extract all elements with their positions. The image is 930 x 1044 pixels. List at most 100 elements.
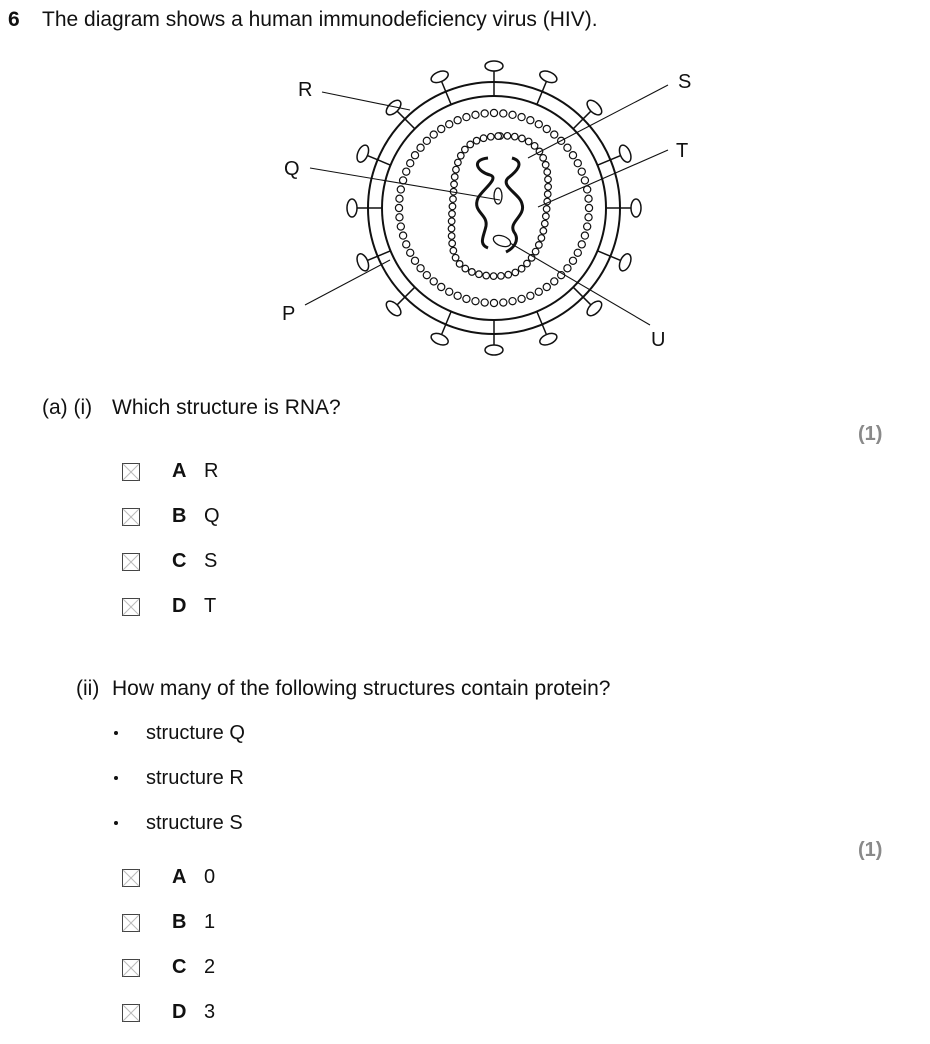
answer-checkbox[interactable]: [122, 508, 140, 526]
capsid-bead: [449, 240, 456, 247]
leader-line-p: [305, 260, 390, 305]
capsid-protein-layer: [448, 133, 551, 280]
capsid-bead: [462, 146, 469, 153]
capsid-bead: [462, 265, 469, 272]
spike-head: [485, 345, 503, 355]
matrix-bead: [430, 278, 437, 285]
matrix-bead: [578, 168, 585, 175]
option-letter: D: [172, 595, 186, 618]
capsid-bead: [452, 254, 459, 261]
option-text: S: [204, 550, 217, 573]
capsid-bead: [504, 133, 511, 140]
label-u: U: [651, 329, 665, 351]
capsid-bead: [532, 248, 539, 255]
answer-checkbox[interactable]: [122, 959, 140, 977]
matrix-bead: [411, 257, 418, 264]
matrix-bead: [585, 204, 592, 211]
matrix-bead: [481, 299, 488, 306]
part-a-i-question: Which structure is RNA?: [112, 396, 341, 420]
label-t: T: [676, 140, 688, 162]
matrix-bead: [395, 204, 402, 211]
capsid-bead: [456, 261, 463, 268]
capsid-bead: [498, 273, 505, 280]
spike-head: [347, 199, 357, 217]
matrix-bead: [407, 249, 414, 256]
answer-checkbox[interactable]: [122, 463, 140, 481]
matrix-bead: [472, 298, 479, 305]
matrix-bead: [585, 214, 592, 221]
matrix-bead: [543, 283, 550, 290]
matrix-bead: [518, 295, 525, 302]
matrix-bead: [403, 168, 410, 175]
matrix-bead: [399, 232, 406, 239]
capsid-bead: [451, 181, 458, 188]
spike-head: [429, 69, 449, 85]
option-letter: A: [172, 460, 186, 483]
capsid-bead: [453, 166, 460, 173]
capsid-bead: [490, 273, 497, 280]
spike-head: [538, 331, 558, 347]
matrix-bead: [396, 195, 403, 202]
matrix-bead: [564, 265, 571, 272]
rna-strand-1: [477, 158, 493, 248]
matrix-bead: [569, 257, 576, 264]
answer-checkbox[interactable]: [122, 1004, 140, 1022]
matrix-bead: [574, 249, 581, 256]
spike-head: [429, 331, 449, 347]
matrix-bead: [407, 160, 414, 167]
capsid-bead: [540, 155, 547, 162]
option-text: T: [204, 595, 216, 618]
matrix-bead: [403, 241, 410, 248]
matrix-bead: [454, 292, 461, 299]
matrix-bead: [423, 272, 430, 279]
matrix-bead: [581, 232, 588, 239]
glycoprotein-spikes: [347, 61, 641, 355]
answer-checkbox[interactable]: [122, 914, 140, 932]
part-a-i-label: (a) (i): [42, 396, 92, 420]
capsid-bead: [449, 203, 456, 210]
label-s: S: [678, 71, 691, 93]
capsid-bead: [495, 133, 502, 140]
matrix-bead: [446, 288, 453, 295]
spike-head: [355, 252, 371, 272]
capsid-bead: [545, 176, 552, 183]
answer-checkbox[interactable]: [122, 869, 140, 887]
matrix-bead: [481, 110, 488, 117]
part-a-ii-question: How many of the following structures con…: [112, 677, 610, 701]
bullet-dot: [114, 776, 118, 780]
matrix-bead: [509, 111, 516, 118]
option-text: 1: [204, 911, 215, 934]
matrix-bead: [423, 137, 430, 144]
matrix-bead: [543, 125, 550, 132]
capsid-bead: [512, 269, 519, 276]
capsid-bead: [544, 169, 551, 176]
capsid-bead: [511, 133, 518, 140]
matrix-bead: [463, 113, 470, 120]
matrix-bead: [578, 241, 585, 248]
answer-checkbox[interactable]: [122, 598, 140, 616]
label-r: R: [298, 79, 312, 101]
matrix-bead: [430, 131, 437, 138]
matrix-bead: [397, 186, 404, 193]
matrix-bead: [438, 125, 445, 132]
envelope-inner: [382, 96, 606, 320]
part-a-ii-marks: (1): [858, 839, 882, 862]
matrix-bead: [535, 288, 542, 295]
answer-checkbox[interactable]: [122, 553, 140, 571]
option-letter: C: [172, 956, 186, 979]
capsid-bead: [544, 191, 551, 198]
matrix-bead: [396, 214, 403, 221]
bullet-text: structure S: [146, 812, 243, 835]
capsid-bead: [450, 196, 457, 203]
part-a-ii-label: (ii): [76, 677, 99, 701]
capsid-bead: [518, 265, 525, 272]
matrix-bead: [438, 283, 445, 290]
spike-head: [631, 199, 641, 217]
spike-head: [617, 252, 633, 272]
option-letter: A: [172, 866, 186, 889]
matrix-bead: [417, 144, 424, 151]
matrix-bead: [500, 110, 507, 117]
matrix-bead: [509, 298, 516, 305]
enzyme-upper: [494, 188, 502, 204]
option-text: 2: [204, 956, 215, 979]
